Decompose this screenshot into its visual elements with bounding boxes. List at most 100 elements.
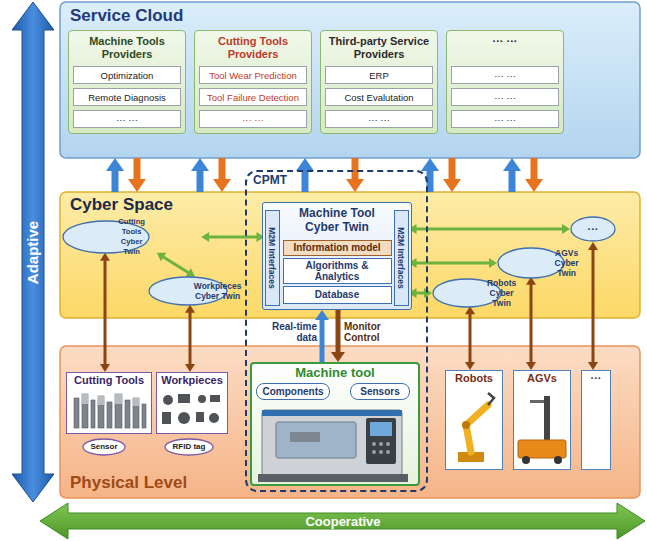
cyber-space-ground [60, 192, 640, 318]
service-item: Cost Evalutation [325, 88, 433, 106]
node-label: ··· ··· [494, 114, 516, 125]
node-label: Physical Level [70, 473, 187, 493]
connector-arrow [315, 310, 329, 362]
arrowhead [443, 179, 461, 192]
node-label: Service Cloud [70, 6, 183, 26]
arrowhead [100, 253, 110, 261]
connector-arrow [128, 158, 146, 192]
node-label: ··· [584, 372, 608, 385]
arrowhead [213, 179, 231, 192]
node-label: Tool Wear Prediction [209, 70, 296, 81]
node-label: ··· ··· [116, 114, 138, 125]
arrowhead [424, 288, 432, 298]
service-item: ··· ··· [73, 110, 181, 128]
arrowhead [128, 179, 146, 192]
physical-asset-box: Robots [445, 370, 503, 470]
connector-line [509, 170, 516, 192]
connector-line [189, 312, 192, 365]
cyber-twin-ellipse: ··· [570, 216, 616, 242]
connector-arrow [296, 158, 314, 192]
provider-box: Machine Tools ProvidersOptimizationRemot… [68, 30, 186, 134]
service-item: ··· ··· [199, 110, 307, 128]
arrowhead [331, 352, 345, 362]
node-label: Robots Cyber Twin [487, 278, 516, 308]
cyber-twin-ellipse: Robots Cyber Twin [432, 278, 571, 308]
connector-line [208, 236, 257, 239]
connector-line [531, 158, 538, 180]
connector-arrow [443, 158, 461, 192]
arrowhead [421, 158, 439, 171]
vertical-label: M2M Interfaces [396, 227, 406, 288]
arrowhead [525, 179, 543, 192]
connector-line [320, 319, 325, 362]
robot-picture [458, 393, 494, 462]
node-label: Optimization [101, 70, 154, 81]
service-cloud-ground [60, 2, 640, 158]
physical-asset-box: Cutting Tools [66, 372, 152, 434]
node-label: ERP [369, 70, 389, 81]
node-label: ··· ··· [242, 114, 264, 125]
part-callout: Components [256, 383, 330, 400]
arrowhead [315, 310, 329, 320]
connector-arrow [421, 158, 439, 192]
connector-line [449, 158, 456, 180]
workpieces-picture [162, 394, 220, 424]
service-item: ··· ··· [451, 110, 559, 128]
arrowhead [185, 305, 195, 313]
node-label: Robots [448, 372, 500, 385]
arrowhead [346, 179, 364, 192]
node-label: Sensor [90, 442, 117, 452]
agv-picture [518, 396, 566, 464]
connector-arrow [409, 258, 498, 268]
asset-box-grounds [66, 362, 611, 486]
service-item: ··· ··· [325, 110, 433, 128]
machine-tool-picture [258, 410, 408, 482]
connector-arrow [191, 158, 209, 192]
ellipse-shape [498, 248, 564, 278]
service-item: Optimization [73, 66, 181, 84]
cutting-tools-picture [74, 394, 146, 428]
layer-band: Service CloudMachine Tools ProvidersOpti… [60, 2, 640, 158]
node-label: ··· ··· [368, 114, 390, 125]
ellipse-shape [165, 439, 213, 455]
connector-line [219, 158, 226, 180]
cyber-twin-ellipse: AGVs Cyber Twin [497, 247, 636, 279]
connector-arrow [185, 305, 195, 372]
node-label: Tool Failure Detection [207, 92, 299, 103]
node-label: Machine Tools Providers [73, 35, 181, 61]
node-label: ··· [588, 223, 599, 235]
connector-arrow [465, 306, 475, 370]
service-item: Remote Diagnosis [73, 88, 181, 106]
node-label: ··· ··· [451, 35, 559, 48]
node-label: Cutting Tools Providers [199, 35, 307, 61]
connector-arrow [409, 224, 571, 234]
connector-line [134, 158, 141, 180]
machine-tool-box: Machine toolComponents Sensors [250, 362, 420, 486]
twin-module: Information model [283, 240, 392, 256]
connector-arrow [157, 253, 195, 277]
node-label: Components [262, 386, 323, 398]
arrowhead [191, 158, 209, 171]
ellipse-shape [83, 439, 125, 455]
m2m-interface: M2M Interfaces [265, 210, 280, 306]
machine-tool-cyber-twin: Machine Tool Cyber TwinM2M InterfacesInf… [262, 202, 412, 310]
node-label: Algorithms & Analytics [287, 260, 388, 282]
cyber-twin-ellipse: Cutting Tools Cyber Twin [62, 220, 201, 254]
node-label: RFID tag [173, 442, 206, 452]
node-label: Sensors [360, 386, 399, 398]
service-item: ··· ··· [451, 66, 559, 84]
connector-line [104, 260, 107, 365]
arrowhead [526, 362, 536, 370]
node-label: AGVs Cyber Twin [555, 248, 579, 278]
node-label: Machine tool [256, 365, 414, 381]
vertical-label: M2M Interfaces [267, 227, 277, 288]
connector-arrow [201, 232, 264, 242]
arrowhead [588, 362, 598, 370]
provider-box: Third-party Service ProvidersERP Cost Eva… [320, 30, 438, 134]
connector-line [416, 228, 563, 231]
sensor-tag: Sensor [82, 438, 126, 456]
arrowhead [186, 268, 195, 276]
m2m-interface: M2M Interfaces [394, 210, 409, 306]
arrowhead [503, 158, 521, 171]
node-label: Third-party Service Providers [325, 35, 433, 61]
